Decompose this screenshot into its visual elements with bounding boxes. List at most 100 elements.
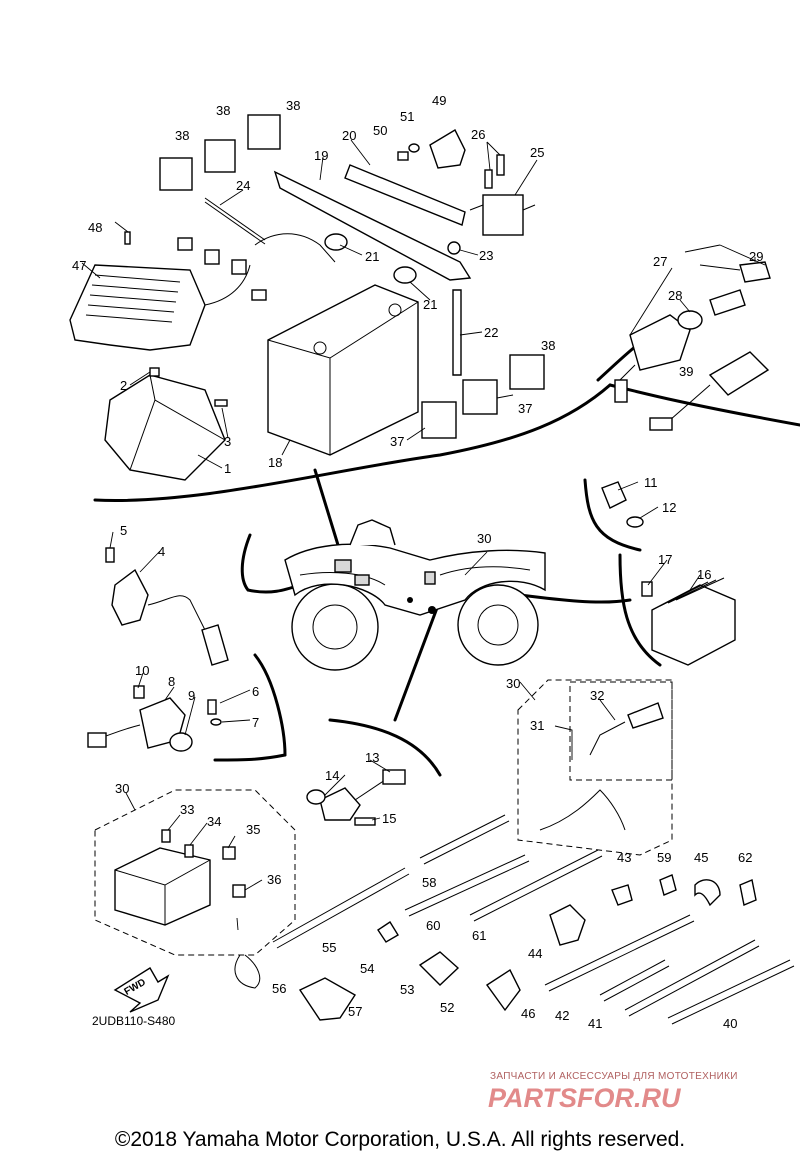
clamp-44 (549, 904, 586, 946)
callout-2: 2 (120, 378, 127, 393)
callout-31: 31 (530, 718, 544, 733)
clamp-56 (234, 954, 261, 989)
tie-61 (469, 849, 603, 922)
callout-22: 22 (484, 325, 498, 340)
fwd-arrow-icon (113, 967, 170, 1013)
tie-42 (599, 959, 670, 1002)
screw-48 (124, 231, 131, 245)
clamps (234, 874, 757, 1021)
callout-55: 55 (322, 940, 336, 955)
bolt-5 (105, 547, 115, 563)
clamp-54 (377, 921, 399, 943)
bolt-17 (641, 581, 653, 597)
callout-50: 50 (373, 123, 387, 138)
callout-7: 7 (252, 715, 259, 730)
relays-38 (159, 114, 545, 390)
callout-25: 25 (530, 145, 544, 160)
callout-33: 33 (180, 802, 194, 817)
clamp-53 (418, 951, 460, 986)
callout-17: 17 (658, 552, 672, 567)
bolt-3 (214, 399, 228, 407)
callout-numbers: 1 2 3 4 5 6 7 8 9 10 11 12 13 14 15 16 1… (72, 93, 763, 1031)
callout-1: 1 (224, 461, 231, 476)
callout-9: 9 (188, 688, 195, 703)
callout-16: 16 (697, 567, 711, 582)
callout-38: 38 (175, 128, 189, 143)
watermark-logo: PARTSFOR.RU (488, 1083, 681, 1113)
washer-51 (408, 143, 420, 153)
callout-56: 56 (272, 981, 286, 996)
callout-30c: 30 (115, 781, 129, 796)
relays-37 (421, 379, 498, 439)
switch-6 (207, 699, 217, 715)
atv-illustration (284, 519, 546, 671)
callout-15: 15 (382, 811, 396, 826)
bolt-10 (133, 685, 145, 699)
sensor-11 (601, 481, 627, 509)
callout-41: 41 (588, 1016, 602, 1031)
callout-49: 49 (432, 93, 446, 108)
clamp-62 (739, 879, 757, 906)
callout-42: 42 (555, 1008, 569, 1023)
callout-37: 37 (518, 401, 532, 416)
callout-38c: 38 (286, 98, 300, 113)
callout-24: 24 (236, 178, 250, 193)
sensor-49 (429, 129, 466, 169)
tie-58 (419, 814, 510, 865)
callout-52: 52 (440, 1000, 454, 1015)
tie-60 (404, 854, 530, 917)
callout-6: 6 (252, 684, 259, 699)
callout-46: 46 (521, 1006, 535, 1021)
o-ring-14 (306, 789, 326, 805)
o-ring-9 (169, 732, 193, 752)
callout-48: 48 (88, 220, 102, 235)
callout-3: 3 (224, 434, 231, 449)
bolt-22 (452, 289, 462, 376)
bolt-50 (397, 151, 409, 161)
callout-57: 57 (348, 1004, 362, 1019)
callout-58: 58 (422, 875, 436, 890)
callout-30: 30 (477, 531, 491, 546)
callout-11: 11 (644, 475, 658, 490)
leader-lines (81, 139, 766, 931)
callout-27: 27 (653, 254, 667, 269)
tie-46 (544, 914, 695, 992)
copyright-footer: ©2018 Yamaha Motor Corporation, U.S.A. A… (114, 1128, 686, 1151)
callout-40: 40 (723, 1016, 737, 1031)
clamp-43 (611, 884, 633, 906)
watermark-subtitle: ЗАПЧАСТИ И АКСЕССУАРЫ ДЛЯ МОТОТЕХНИКИ (490, 1071, 738, 1082)
clamp-59 (659, 874, 677, 896)
callout-38d: 38 (541, 338, 555, 353)
battery-band-19 (273, 170, 472, 281)
callout-21b: 21 (423, 297, 437, 312)
callout-8: 8 (168, 674, 175, 689)
control-unit-1 (104, 374, 226, 481)
rectifier-16 (651, 577, 736, 666)
callout-13: 13 (365, 750, 379, 765)
callout-29: 29 (749, 249, 763, 264)
callout-14: 14 (325, 768, 339, 783)
tie-41 (624, 939, 760, 1017)
callout-30b: 30 (506, 676, 520, 691)
callout-39: 39 (679, 364, 693, 379)
callout-60: 60 (426, 918, 440, 933)
sensor-13 (319, 769, 406, 821)
clamp-45 (694, 879, 721, 907)
callout-19: 19 (314, 148, 328, 163)
callout-53: 53 (400, 982, 414, 997)
wire-harness-connectors (177, 233, 336, 301)
main-switch-27 (614, 261, 771, 403)
starter-relay-25 (469, 194, 536, 236)
gasket-7 (210, 718, 222, 726)
callout-38b: 38 (216, 103, 230, 118)
clamp-57 (298, 977, 356, 1021)
part-code: 2UDB110-S480 (92, 1014, 176, 1028)
battery-18 (267, 284, 419, 456)
callout-36: 36 (267, 872, 281, 887)
callout-32: 32 (590, 688, 604, 703)
callout-21: 21 (365, 249, 379, 264)
callout-5: 5 (120, 523, 127, 538)
fuse-box-group-30 (94, 789, 296, 956)
callout-10: 10 (135, 663, 149, 678)
